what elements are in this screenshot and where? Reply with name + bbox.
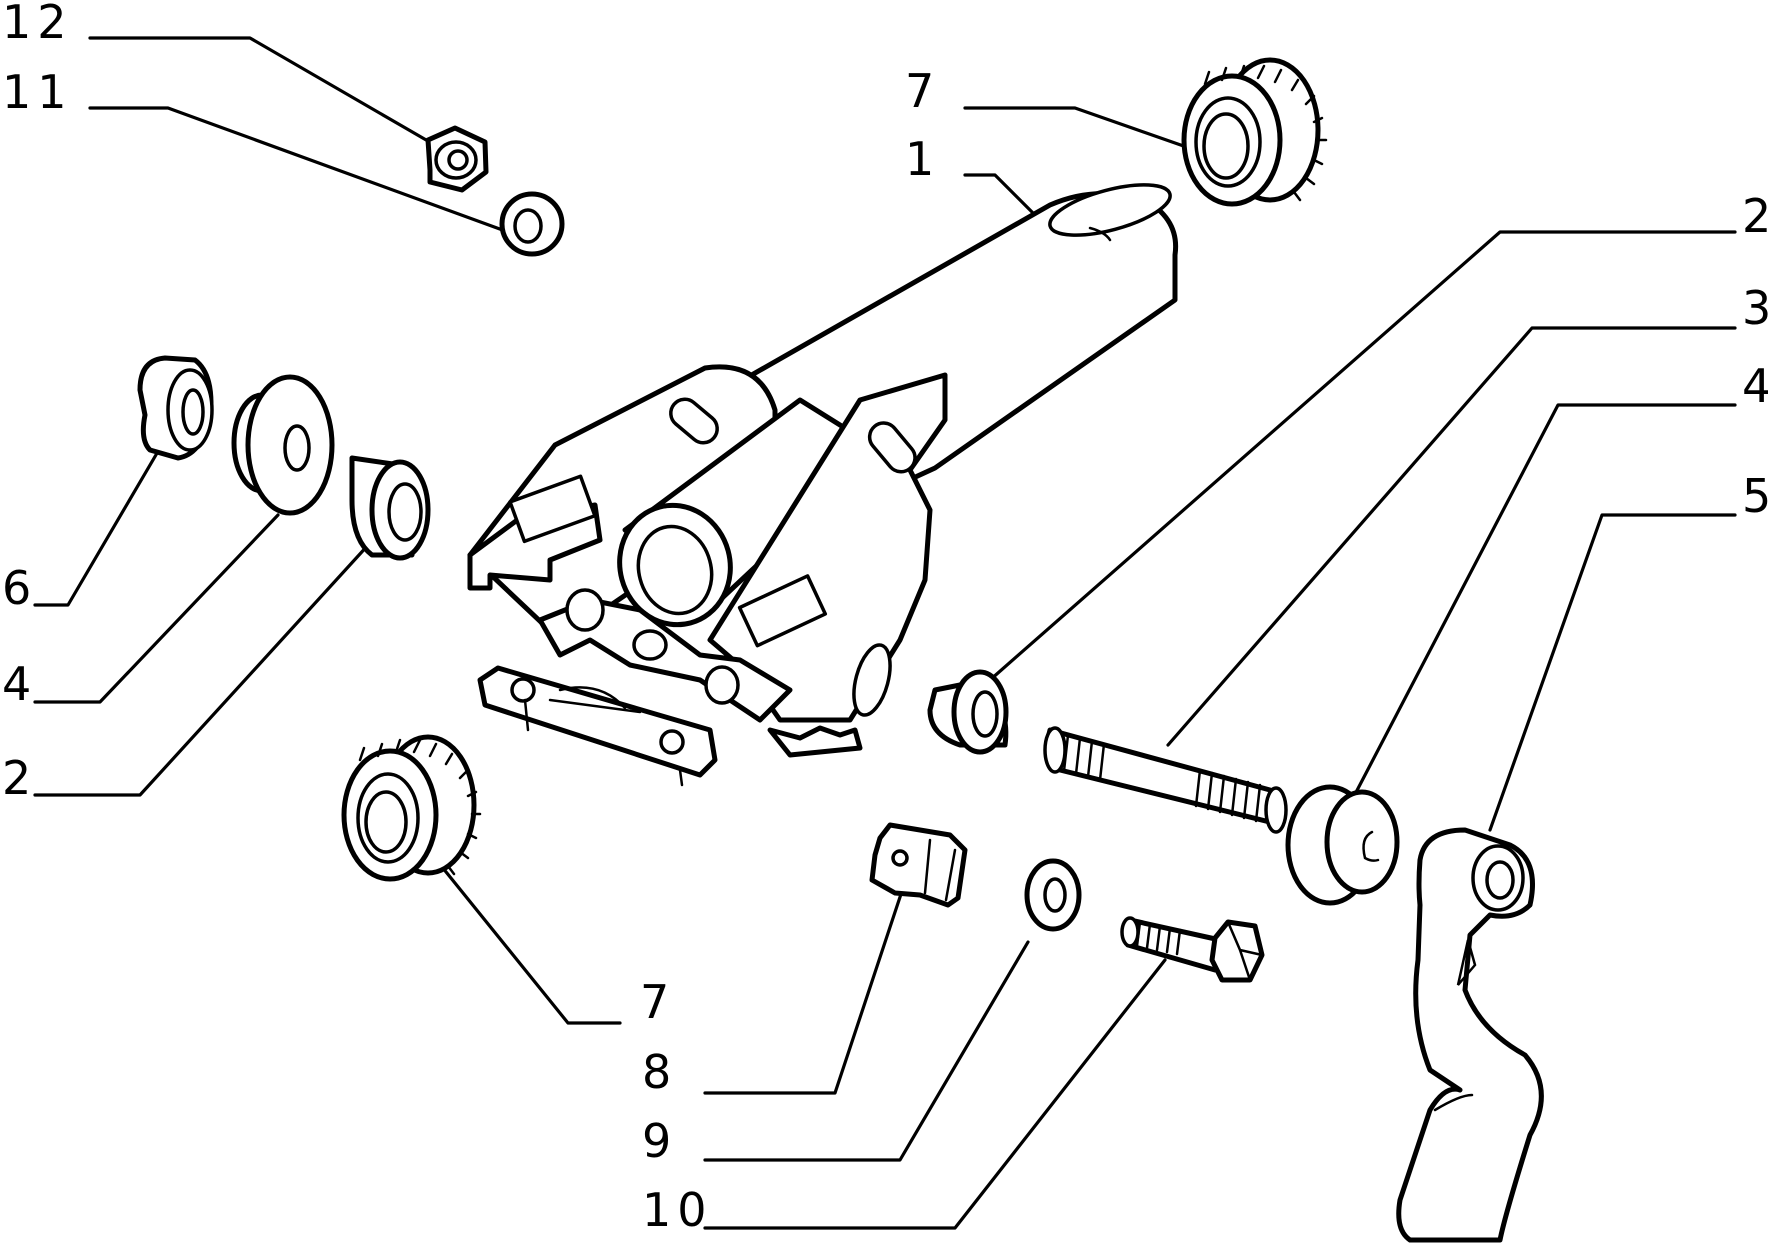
callout-10: 10	[642, 1183, 713, 1237]
callout-2-left: 2	[2, 751, 37, 805]
leader-lines	[33, 36, 1737, 1230]
part-11-washer	[499, 191, 565, 257]
callout-4-left: 4	[2, 657, 37, 711]
leader-7-bottom	[436, 860, 622, 1025]
part-2-bush-right	[927, 669, 1009, 755]
part-2-bush-left	[349, 455, 431, 561]
part-8-clip	[869, 822, 968, 908]
leader-11	[88, 106, 510, 234]
callout-5: 5	[1742, 469, 1768, 523]
part-7-knurled-bush-top	[1181, 57, 1328, 207]
callout-4-right: 4	[1742, 359, 1768, 413]
part-4-flanged-washer-left	[231, 374, 335, 516]
callout-3: 3	[1742, 281, 1768, 335]
part-3-threaded-stud	[1043, 726, 1288, 834]
leader-9	[703, 940, 1030, 1162]
part-6-flanged-cap	[137, 355, 214, 461]
callout-9: 9	[642, 1114, 677, 1168]
leader-2-right	[988, 230, 1737, 682]
leader-6	[33, 446, 162, 607]
leader-7-top	[963, 106, 1197, 152]
leader-3	[1166, 326, 1737, 747]
leader-2-left	[33, 530, 382, 797]
leader-8	[703, 880, 907, 1095]
callout-2-right: 2	[1742, 189, 1768, 243]
leader-5	[1488, 513, 1737, 832]
leader-10	[703, 958, 1167, 1230]
leader-4-left	[33, 513, 280, 704]
leader-12	[88, 36, 442, 150]
part-5-lever	[1396, 827, 1544, 1243]
callout-7-top: 7	[905, 64, 940, 118]
leader-1	[963, 173, 1044, 224]
part-9-washer	[1024, 858, 1082, 932]
part-10-hex-bolt	[1120, 916, 1265, 983]
callout-12: 12	[2, 0, 73, 49]
callout-7-bottom: 7	[640, 975, 675, 1029]
part-12-hex-nut	[425, 125, 489, 193]
callout-6: 6	[2, 561, 37, 615]
callout-8: 8	[642, 1045, 677, 1099]
callout-11: 11	[2, 65, 73, 119]
retaining-plate	[477, 665, 718, 787]
part-1-main-housing	[467, 183, 1179, 758]
leader-4-right	[1350, 403, 1737, 802]
part-7-knurled-bush-bottom	[341, 734, 482, 882]
part-4-flanged-washer-right	[1285, 784, 1400, 906]
callout-1: 1	[905, 132, 940, 186]
